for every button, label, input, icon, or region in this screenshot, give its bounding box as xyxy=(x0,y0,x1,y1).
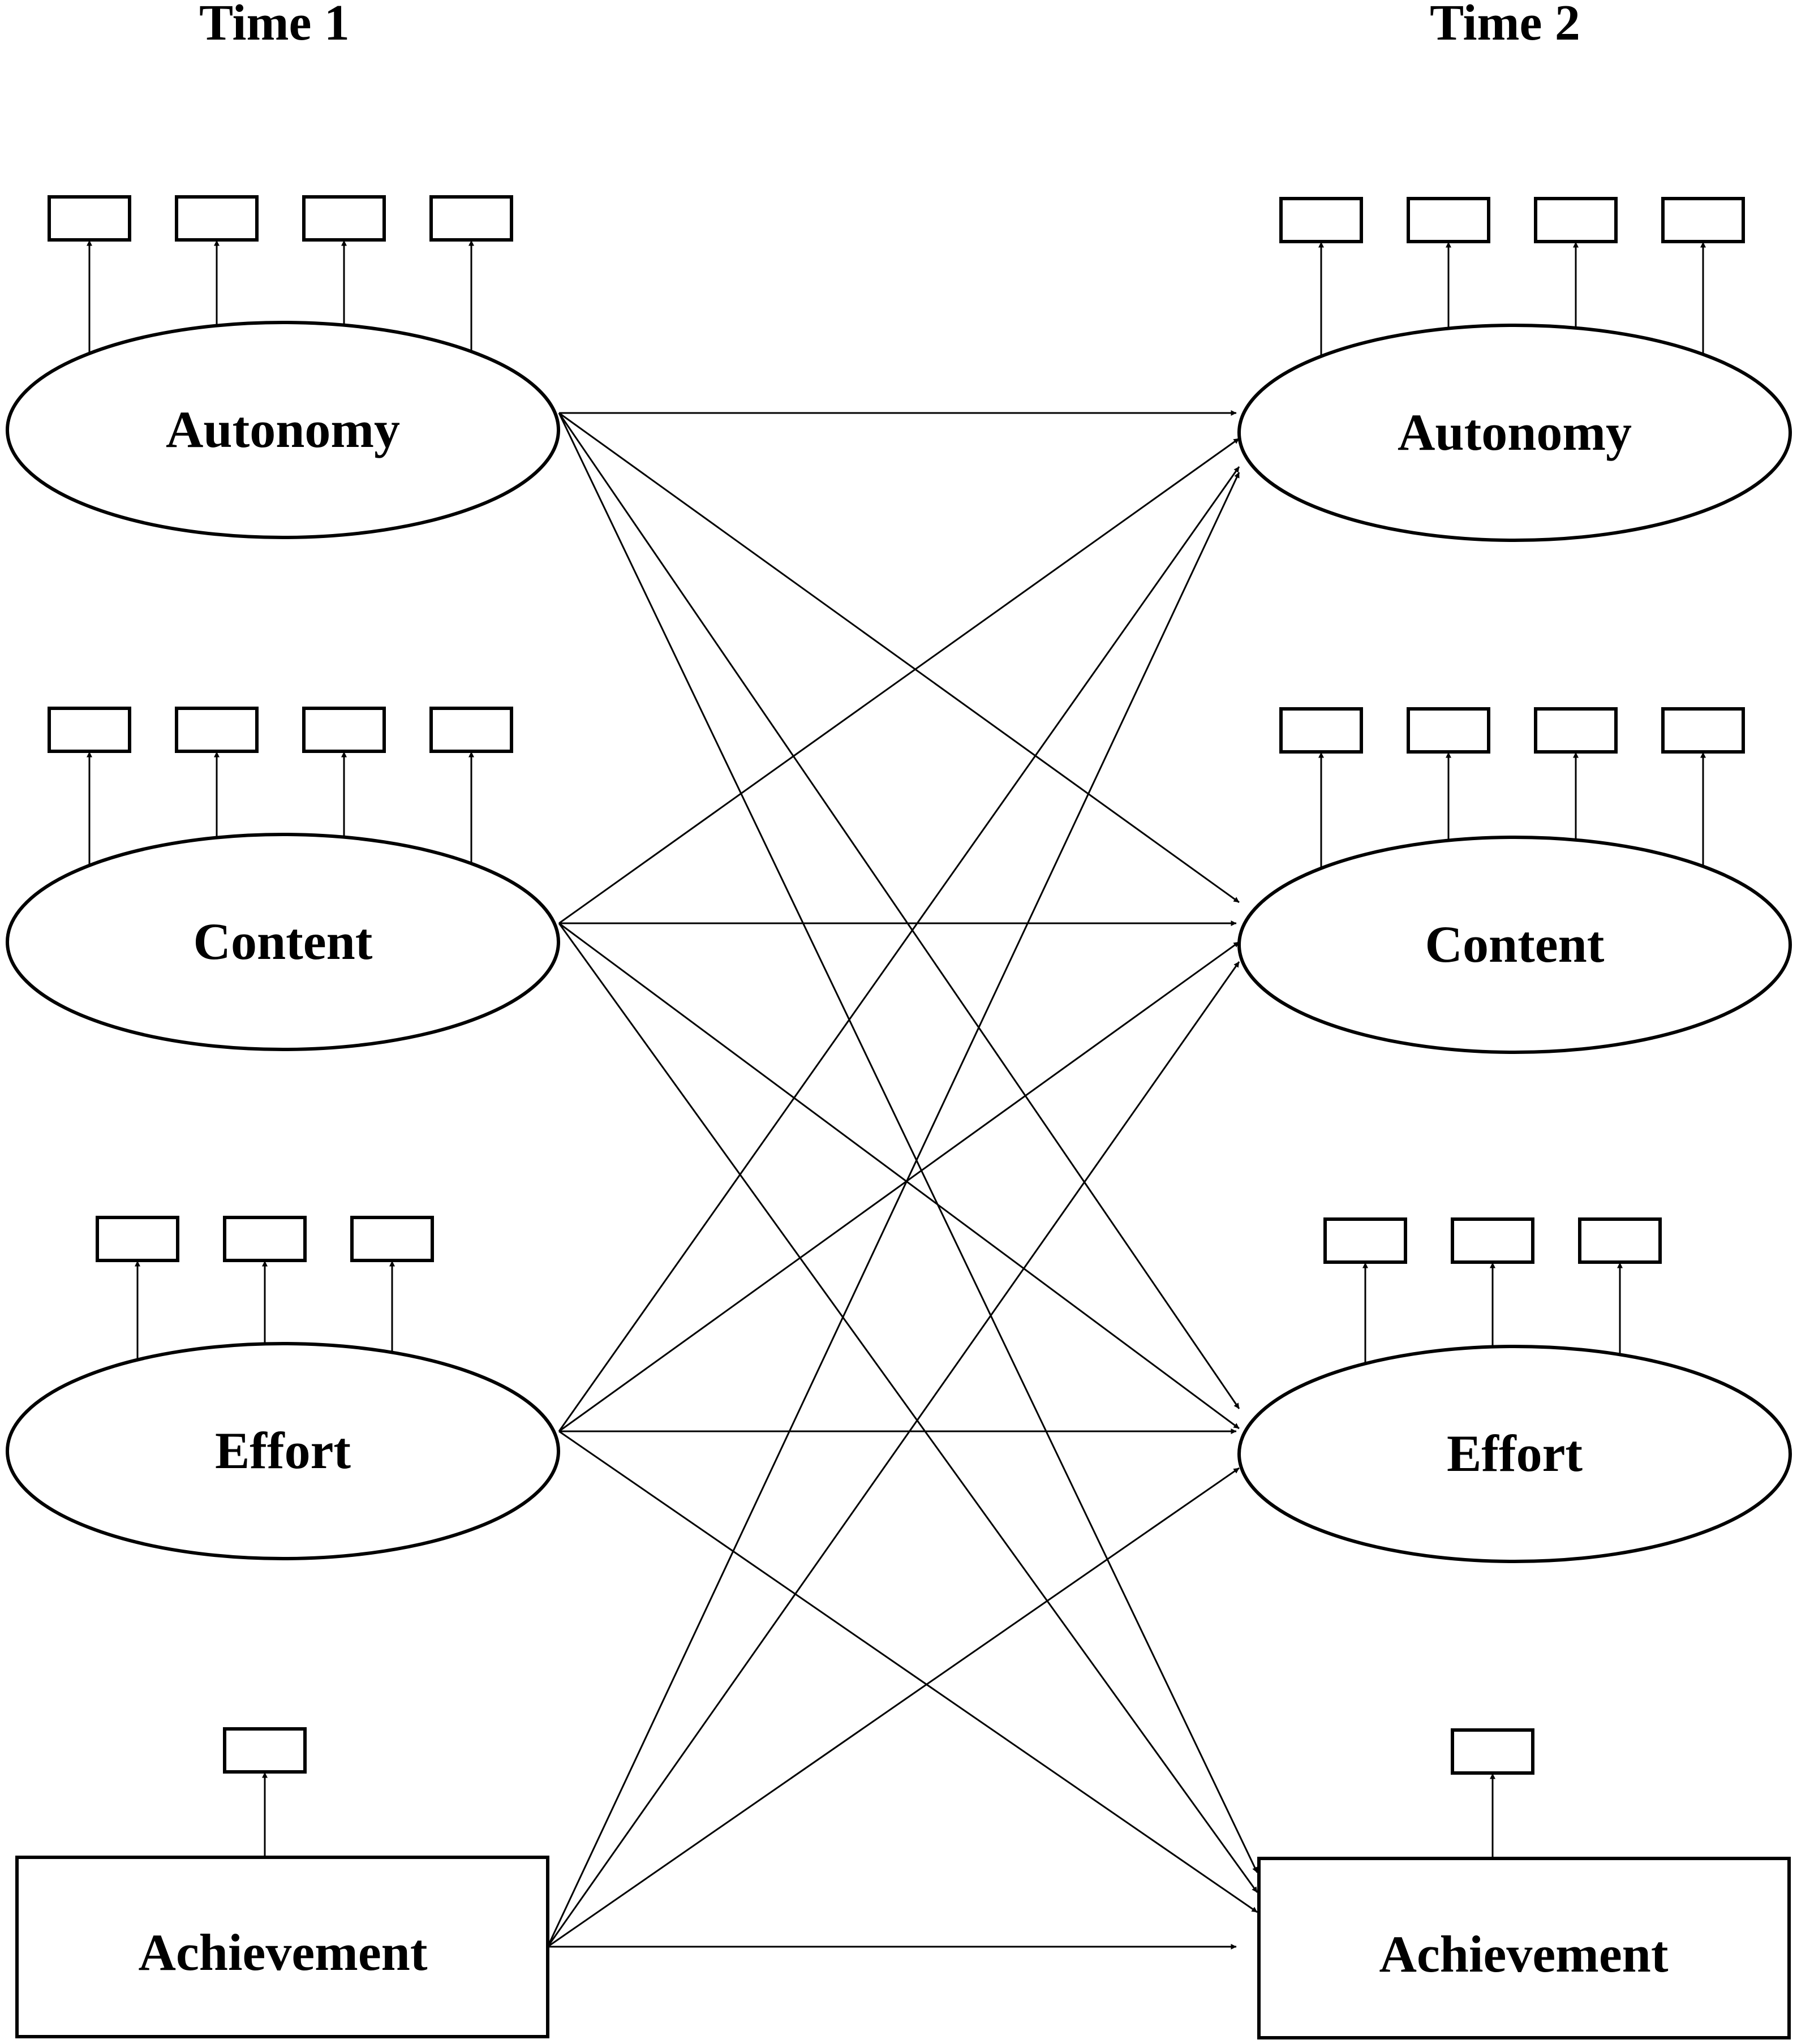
t1-effort-indicator-box xyxy=(223,1216,307,1262)
t2-autonomy-node: Autonomy xyxy=(1237,324,1792,542)
t1-content-indicator-box xyxy=(175,707,259,753)
path-t1-achievement-to-t2-content xyxy=(547,961,1240,1947)
t2-achievement-box xyxy=(1257,1857,1791,2039)
t1-autonomy-ellipse xyxy=(6,321,560,539)
t1-effort-indicator-box xyxy=(350,1216,434,1262)
t2-effort-node: Effort xyxy=(1237,1345,1792,1563)
t2-achievement-indicator-box xyxy=(1451,1728,1534,1775)
t2-effort-indicator-box xyxy=(1323,1217,1407,1264)
path-t1-autonomy-to-t2-content xyxy=(558,412,1240,903)
t1-autonomy-node: Autonomy xyxy=(6,321,560,539)
t1-content-label: Content xyxy=(194,913,373,970)
t2-effort-label: Effort xyxy=(1447,1425,1583,1482)
path-t1-effort-to-t2-content xyxy=(558,941,1240,1432)
t2-autonomy-label: Autonomy xyxy=(1398,403,1632,461)
t1-autonomy-indicator-box xyxy=(429,195,513,242)
t1-effort-indicator-box xyxy=(96,1216,179,1262)
path-t1-content-to-t2-achievement xyxy=(558,923,1258,1893)
path-t1-effort-to-t2-autonomy xyxy=(558,466,1240,1432)
t2-content-ellipse xyxy=(1237,836,1792,1054)
t1-effort-label: Effort xyxy=(215,1422,351,1479)
t2-content-indicator-box xyxy=(1407,707,1490,754)
t2-autonomy-ellipse xyxy=(1237,324,1792,542)
t1-autonomy-indicator-box xyxy=(302,195,386,242)
t1-effort-ellipse xyxy=(6,1342,560,1560)
path-t1-effort-to-t2-achievement xyxy=(558,1430,1258,1913)
time1-header: Time 1 xyxy=(199,0,350,51)
t2-autonomy-indicator-box xyxy=(1279,197,1363,243)
t1-achievement-label: Achievement xyxy=(139,1923,428,1981)
t2-content-node: Content xyxy=(1237,836,1792,1054)
t2-content-label: Content xyxy=(1425,915,1605,973)
path-t1-content-to-t2-autonomy xyxy=(558,437,1240,924)
t1-content-ellipse xyxy=(6,833,560,1051)
t1-autonomy-indicator-box xyxy=(175,195,259,242)
t2-achievement-label: Achievement xyxy=(1379,1925,1669,1983)
t1-content-node: Content xyxy=(6,833,560,1051)
t2-effort-ellipse xyxy=(1237,1345,1792,1563)
t1-achievement-indicator-box xyxy=(223,1727,307,1774)
t1-achievement-node: Achievement xyxy=(15,1856,549,2038)
t2-achievement-node: Achievement xyxy=(1257,1857,1791,2039)
path-t1-content-to-t2-effort xyxy=(558,922,1240,1430)
t2-autonomy-indicator-box xyxy=(1407,197,1490,243)
t1-content-indicator-box xyxy=(429,707,513,753)
t2-autonomy-indicator-box xyxy=(1661,197,1745,243)
t1-content-indicator-box xyxy=(302,707,386,753)
t1-achievement-box xyxy=(15,1856,549,2038)
t2-autonomy-indicator-box xyxy=(1534,197,1618,243)
paths-layer xyxy=(547,410,1258,1950)
t1-autonomy-label: Autonomy xyxy=(166,401,400,458)
t2-effort-indicator-box xyxy=(1451,1217,1534,1264)
t2-effort-indicator-box xyxy=(1578,1217,1662,1264)
t1-content-indicator-box xyxy=(48,707,131,753)
t1-effort-node: Effort xyxy=(6,1342,560,1560)
path-t1-autonomy-to-t2-effort xyxy=(558,412,1240,1409)
t2-content-indicator-box xyxy=(1279,707,1363,754)
t2-content-indicator-box xyxy=(1661,707,1745,754)
path-t1-autonomy-to-t2-achievement xyxy=(558,412,1258,1873)
indicators-layer xyxy=(48,195,1745,1858)
time2-header: Time 2 xyxy=(1430,0,1580,51)
path-t1-achievement-to-t2-autonomy xyxy=(547,472,1240,1947)
t2-content-indicator-box xyxy=(1534,707,1618,754)
t1-autonomy-indicator-box xyxy=(48,195,131,242)
path-t1-achievement-to-t2-effort xyxy=(547,1467,1240,1948)
